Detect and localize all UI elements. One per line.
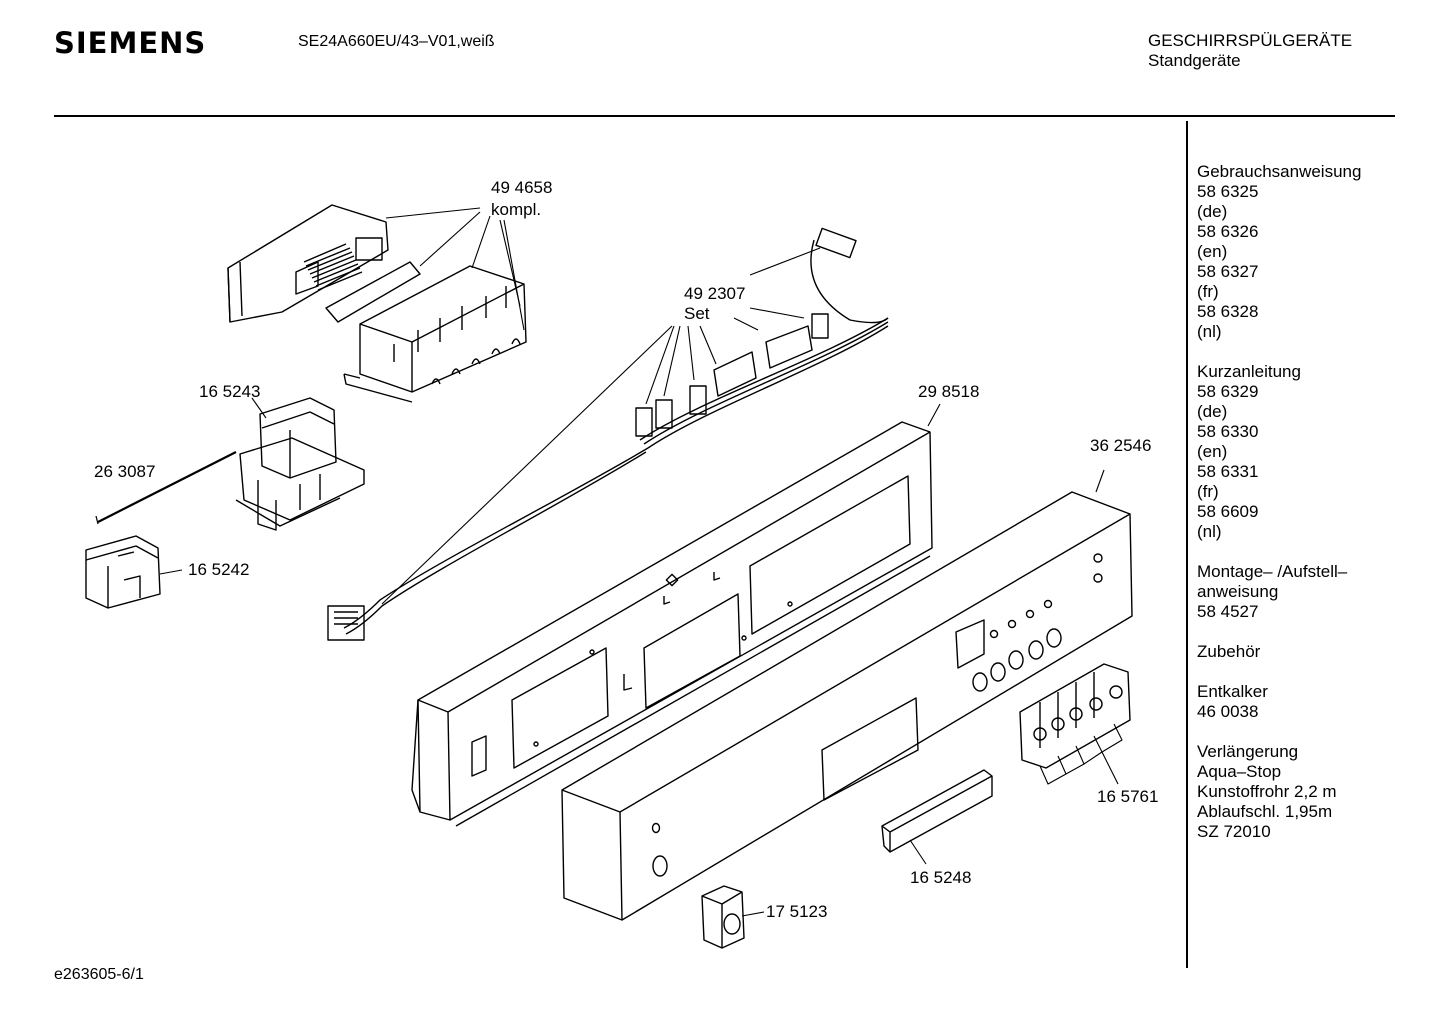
sidebar-line: anweisung bbox=[1197, 582, 1279, 601]
model-number: SE24A660EU/43–V01,weiß bbox=[298, 33, 495, 50]
sidebar-line: Zubehör bbox=[1197, 642, 1261, 661]
connector-housing-drawing bbox=[235, 397, 365, 531]
sidebar-line: Gebrauchsanweisung bbox=[1197, 162, 1362, 181]
part-label-263087: 26 3087 bbox=[94, 462, 156, 481]
sidebar-line: Entkalker bbox=[1197, 682, 1268, 701]
sidebar-line: Montage– /Aufstell– bbox=[1197, 562, 1348, 581]
leader-lines-165761 bbox=[1039, 723, 1123, 785]
leader-lines-492307 bbox=[381, 247, 821, 605]
leader-165248 bbox=[909, 839, 927, 865]
part-label-362546: 36 2546 bbox=[1090, 436, 1152, 455]
sidebar-line: 58 6325 bbox=[1197, 182, 1259, 201]
part-label-165242: 16 5242 bbox=[188, 560, 250, 579]
category-block: GESCHIRRSPÜLGERÄTE Standgeräte bbox=[1148, 31, 1352, 71]
sidebar-line: (fr) bbox=[1197, 282, 1219, 301]
document-id: e263605-6/1 bbox=[54, 966, 144, 983]
sidebar-line: (fr) bbox=[1197, 482, 1219, 501]
key-block-drawing bbox=[1019, 663, 1131, 769]
sidebar-group: Zubehör bbox=[1197, 642, 1361, 662]
part-label-492307: 49 2307 bbox=[684, 284, 746, 303]
leader-165242 bbox=[159, 569, 183, 575]
switch-drawing bbox=[85, 535, 161, 609]
knob-drawing bbox=[701, 885, 745, 949]
sidebar-line: (nl) bbox=[1197, 522, 1222, 541]
sidebar-line: SZ 72010 bbox=[1197, 822, 1271, 841]
sidebar-line: (en) bbox=[1197, 442, 1228, 461]
brand-logo: SIEMENS bbox=[54, 26, 207, 60]
sidebar-line: Verlängerung bbox=[1197, 742, 1299, 761]
part-label-165248: 16 5248 bbox=[910, 868, 972, 887]
sidebar-line: (de) bbox=[1197, 202, 1228, 221]
category-title: GESCHIRRSPÜLGERÄTE bbox=[1148, 31, 1353, 50]
leader-lines-494658 bbox=[385, 207, 525, 331]
sidebar-line: 58 6328 bbox=[1197, 302, 1259, 321]
sidebar-divider bbox=[1186, 121, 1188, 968]
sidebar-line: Kunstoffrohr 2,2 m bbox=[1197, 782, 1337, 801]
leader-165243 bbox=[251, 397, 267, 419]
header-divider bbox=[54, 115, 1395, 117]
sidebar-line: Ablaufschl. 1,95m bbox=[1197, 802, 1333, 821]
part-label-165243: 16 5243 bbox=[199, 382, 261, 401]
front-fascia-drawing bbox=[561, 491, 1133, 921]
sidebar-line: 58 6326 bbox=[1197, 222, 1259, 241]
sidebar-line: Aqua–Stop bbox=[1197, 762, 1282, 781]
sidebar-line: 58 4527 bbox=[1197, 602, 1259, 621]
rod-drawing bbox=[97, 451, 237, 523]
part-label-175123: 17 5123 bbox=[766, 902, 828, 921]
sidebar-line: 58 6331 bbox=[1197, 462, 1259, 481]
part-label-165761: 16 5761 bbox=[1097, 787, 1159, 806]
sidebar-line: 58 6330 bbox=[1197, 422, 1259, 441]
part-note-set: Set bbox=[684, 304, 710, 323]
leader-362546 bbox=[1095, 469, 1105, 493]
part-note-kompl: kompl. bbox=[491, 200, 542, 219]
sidebar-line: Kurzanleitung bbox=[1197, 362, 1301, 381]
exploded-parts-diagram bbox=[85, 204, 1133, 949]
electronic-module-drawing bbox=[227, 204, 527, 403]
sidebar-line: 58 6609 bbox=[1197, 502, 1259, 521]
sidebar-line: 58 6327 bbox=[1197, 262, 1259, 281]
control-panel-frame-drawing bbox=[411, 421, 933, 827]
sidebar-line: 58 6329 bbox=[1197, 382, 1259, 401]
cover-strip-drawing bbox=[881, 769, 993, 853]
sidebar-line: (de) bbox=[1197, 402, 1228, 421]
category-subtitle: Standgeräte bbox=[1148, 51, 1241, 70]
sidebar-line: 46 0038 bbox=[1197, 702, 1259, 721]
cable-harness-drawing bbox=[327, 227, 889, 641]
part-label-494658: 49 4658 bbox=[491, 178, 553, 197]
part-label-298518: 29 8518 bbox=[918, 382, 980, 401]
sidebar-line: (en) bbox=[1197, 242, 1228, 261]
leader-298518 bbox=[927, 403, 941, 427]
sidebar-line: (nl) bbox=[1197, 322, 1222, 341]
leader-175123 bbox=[741, 911, 765, 917]
